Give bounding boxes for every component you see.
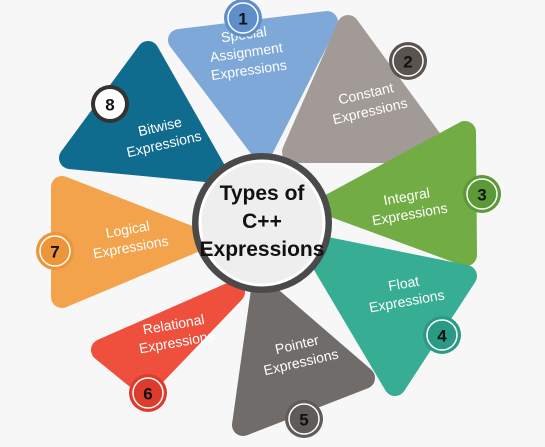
badge-circle-inner xyxy=(39,235,71,267)
badge-circle-inner xyxy=(132,377,164,409)
badge-integral: 3 xyxy=(463,175,501,213)
petal-relational: RelationalExpressions xyxy=(91,281,245,396)
petal-constant: ConstantExpressions xyxy=(282,15,451,163)
badge-circle-inner xyxy=(227,2,259,34)
badge-circle-inner xyxy=(288,403,320,435)
badge-circle-inner xyxy=(95,89,125,119)
badge-logical: 7 xyxy=(36,232,74,270)
badge-constant: 2 xyxy=(389,42,427,80)
hub-face xyxy=(198,159,326,287)
badge-number: 7 xyxy=(50,243,59,262)
badge-special-assignment: 1 xyxy=(224,0,262,37)
hub-title-line-1: Types of xyxy=(220,182,306,205)
badge-number: 1 xyxy=(238,10,247,29)
badge-circle-inner xyxy=(392,45,424,77)
hub-title-line-3: Expressions xyxy=(200,238,325,261)
badge-number: 6 xyxy=(143,385,152,404)
badge-float: 4 xyxy=(423,316,461,354)
badge-layer: 1 2 3 4 5 6 7 8 xyxy=(36,0,501,438)
badge-pointer: 5 xyxy=(285,400,323,438)
badge-number: 4 xyxy=(437,327,447,346)
petal-label-line: Float xyxy=(387,273,421,294)
badge-number: 8 xyxy=(105,96,114,115)
badge-relational: 6 xyxy=(129,374,167,412)
badge-circle-inner xyxy=(426,319,458,351)
petal-shape-constant xyxy=(282,15,451,163)
petal-shape-relational xyxy=(91,281,245,396)
badge-circle-inner xyxy=(466,178,498,210)
badge-bitwise: 8 xyxy=(91,85,129,123)
hub-title-line-2: C++ xyxy=(242,210,282,233)
petal-label-line: Logical xyxy=(104,217,150,240)
petal-label-line: Integral xyxy=(382,184,431,208)
badge-number: 5 xyxy=(299,411,308,430)
center-hub: Types of C++ Expressions xyxy=(192,153,332,293)
petal-layer: SpecialAssignmentExpressionsConstantExpr… xyxy=(51,11,477,436)
petal-logical: LogicalExpressions xyxy=(51,176,209,308)
badge-number: 3 xyxy=(477,186,486,205)
badge-number: 2 xyxy=(403,53,412,72)
